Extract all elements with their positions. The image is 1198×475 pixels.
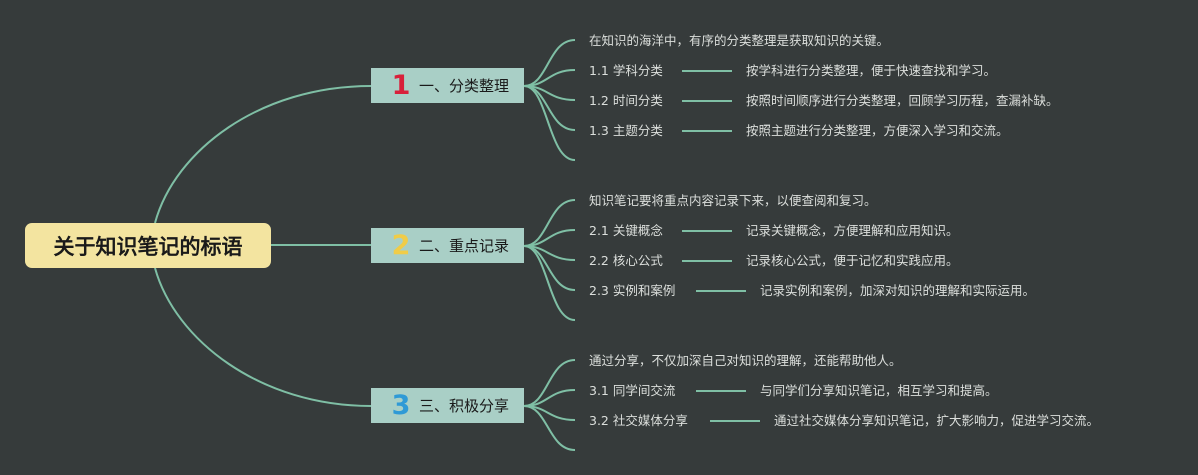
branch-title-1: 一、分类整理 xyxy=(419,77,510,95)
leaf-connector-2-1 xyxy=(682,230,732,232)
leaf-label-1-1: 1.1 学科分类 xyxy=(589,63,663,78)
leaf-label-2-3: 2.3 实例和案例 xyxy=(589,283,676,298)
branch-intro-1: 在知识的海洋中，有序的分类整理是获取知识的关键。 xyxy=(589,33,890,48)
leaf-label-3-2: 3.2 社交媒体分享 xyxy=(589,413,688,428)
leaf-label-1-3: 1.3 主题分类 xyxy=(589,123,663,138)
root-to-branch-1-curve xyxy=(154,85,372,224)
root-title: 关于知识笔记的标语 xyxy=(53,234,243,259)
leaf-label-2-1: 2.1 关键概念 xyxy=(589,223,663,238)
branch-intro-2: 知识笔记要将重点内容记录下来，以便查阅和复习。 xyxy=(589,193,877,208)
leaf-desc-1-2: 按照时间顺序进行分类整理，回顾学习历程，查漏补缺。 xyxy=(746,93,1059,108)
leaf-label-1-2: 1.2 时间分类 xyxy=(589,93,663,108)
leaf-desc-2-2: 记录核心公式，便于记忆和实践应用。 xyxy=(746,253,959,268)
branch-intro-3: 通过分享，不仅加深自己对知识的理解，还能帮助他人。 xyxy=(589,353,902,368)
leaf-connector-3-2 xyxy=(710,420,760,422)
branch-3-fan-1 xyxy=(523,359,576,407)
branch-node-3[interactable]: 3 三、积极分享 xyxy=(371,388,524,423)
leaf-desc-3-2: 通过社交媒体分享知识笔记，扩大影响力，促进学习交流。 xyxy=(774,413,1100,428)
leaf-desc-2-1: 记录关键概念，方便理解和应用知识。 xyxy=(746,223,959,238)
leaf-connector-3-1 xyxy=(696,390,746,392)
leaf-connector-1-2 xyxy=(682,100,732,102)
branch-number-3: 3 xyxy=(391,390,411,421)
leaf-connector-2-2 xyxy=(682,260,732,262)
leaf-label-2-2: 2.2 核心公式 xyxy=(589,253,663,268)
leaf-connector-1-3 xyxy=(682,130,732,132)
branch-3-fan-4 xyxy=(523,405,576,451)
branch-number-2: 2 xyxy=(391,230,411,261)
leaf-desc-3-1: 与同学们分享知识笔记，相互学习和提高。 xyxy=(760,383,998,398)
leaf-desc-1-3: 按照主题进行分类整理，方便深入学习和交流。 xyxy=(746,123,1009,138)
leaf-connector-1-1 xyxy=(682,70,732,72)
root-to-branch-3-curve xyxy=(154,267,372,407)
branch-title-2: 二、重点记录 xyxy=(419,237,510,255)
leaf-label-3-1: 3.1 同学间交流 xyxy=(589,383,676,398)
leaf-desc-1-1: 按学科进行分类整理，便于快速查找和学习。 xyxy=(746,63,997,78)
branch-number-1: 1 xyxy=(391,70,411,101)
leaf-connector-2-3 xyxy=(696,290,746,292)
branch-2-fan-5 xyxy=(523,245,576,321)
branch-title-3: 三、积极分享 xyxy=(419,397,510,415)
leaf-desc-2-3: 记录实例和案例，加深对知识的理解和实际运用。 xyxy=(760,283,1036,298)
branch-1-fan-5 xyxy=(523,85,576,161)
branch-node-1[interactable]: 1 一、分类整理 xyxy=(371,68,524,103)
branch-2-fan-1 xyxy=(523,199,576,247)
root-node[interactable]: 关于知识笔记的标语 xyxy=(25,223,271,268)
branch-1-fan-1 xyxy=(523,39,576,87)
branch-node-2[interactable]: 2 二、重点记录 xyxy=(371,228,524,263)
